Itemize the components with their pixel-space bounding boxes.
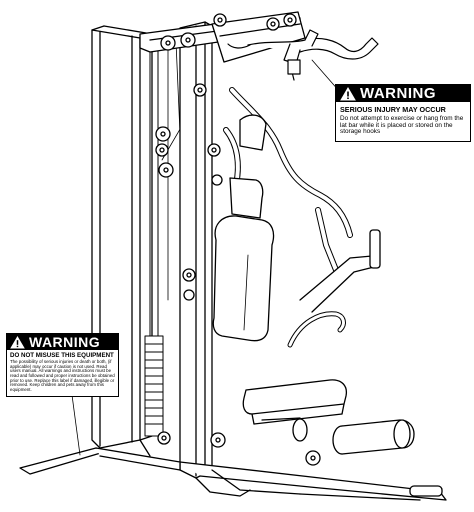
warning-subheading: DO NOT MISUSE THIS EQUIPMENT — [10, 352, 114, 359]
warning-triangle-icon — [340, 86, 356, 101]
lat-bar — [227, 29, 379, 81]
warning-triangle-icon — [10, 335, 25, 349]
weight-stack — [144, 47, 164, 437]
warning-subheading: SERIOUS INJURY MAY OCCUR — [340, 105, 446, 114]
seat — [242, 379, 348, 425]
backrest — [212, 114, 275, 342]
warning-body: Do not attempt to exercise or hang from … — [340, 115, 464, 136]
warning-heading: WARNING — [29, 334, 101, 350]
leg-rollers — [261, 417, 415, 455]
press-handle — [287, 229, 381, 348]
warning-label-misuse: WARNING DO NOT MISUSE THIS EQUIPMENT The… — [6, 333, 119, 397]
base-frame — [19, 439, 447, 501]
warning-label-lat-bar: WARNING SERIOUS INJURY MAY OCCUR Do not … — [335, 84, 471, 142]
pulleys — [155, 13, 321, 466]
warning-body: The possibility of serious injuries or d… — [10, 359, 115, 392]
warning-heading: WARNING — [360, 85, 436, 102]
warning-header: WARNING — [336, 85, 470, 102]
warning-header: WARNING — [7, 334, 118, 350]
